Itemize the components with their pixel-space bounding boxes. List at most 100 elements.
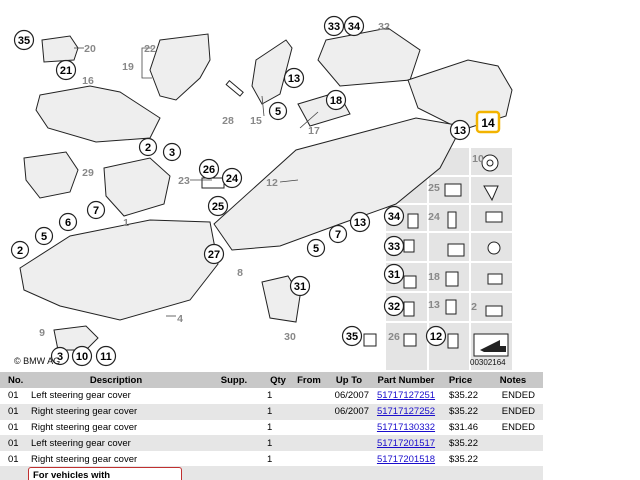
callout-33[interactable]: 33 bbox=[323, 15, 345, 37]
callout-3[interactable]: 3 bbox=[162, 142, 182, 162]
callout-32[interactable]: 32 bbox=[378, 21, 390, 33]
callout-2[interactable]: 2 bbox=[10, 240, 30, 260]
callout-label: 31 bbox=[294, 281, 306, 293]
callout-18[interactable]: 18 bbox=[428, 271, 440, 283]
callout-12[interactable]: 12 bbox=[425, 325, 447, 347]
header-up-to: Up To bbox=[326, 372, 372, 388]
part-number-link[interactable]: 51717130332 bbox=[376, 421, 436, 433]
callout-17[interactable]: 17 bbox=[308, 125, 320, 137]
callout-5[interactable]: 5 bbox=[34, 226, 54, 246]
callout-31[interactable]: 31 bbox=[289, 275, 311, 297]
callout-35[interactable]: 35 bbox=[341, 325, 363, 347]
callout-label: 32 bbox=[378, 21, 390, 33]
callout-2[interactable]: 2 bbox=[138, 137, 158, 157]
callout-30[interactable]: 30 bbox=[284, 331, 296, 343]
callout-label: 24 bbox=[226, 173, 239, 185]
row-description: Right steering gear cover bbox=[28, 403, 204, 420]
part-20-bracket bbox=[41, 35, 79, 63]
callout-23[interactable]: 23 bbox=[178, 175, 190, 187]
callout-1[interactable]: 1 bbox=[123, 217, 129, 229]
part-19-duct bbox=[149, 33, 211, 101]
header-from: From bbox=[292, 372, 326, 388]
callout-27[interactable]: 27 bbox=[203, 243, 225, 265]
callout-18[interactable]: 18 bbox=[325, 89, 347, 111]
callout-34[interactable]: 34 bbox=[343, 15, 365, 37]
callout-label: 13 bbox=[428, 299, 440, 311]
callout-2[interactable]: 2 bbox=[471, 301, 477, 313]
callout-label: 30 bbox=[284, 331, 296, 343]
part-number-link[interactable]: 51717201517 bbox=[376, 437, 436, 449]
callout-19[interactable]: 19 bbox=[122, 61, 134, 73]
callout-label: 21 bbox=[60, 65, 72, 77]
callout-label: 13 bbox=[354, 217, 366, 229]
callout-26[interactable]: 26 bbox=[198, 158, 220, 180]
row-supp bbox=[204, 435, 264, 452]
callout-34[interactable]: 34 bbox=[383, 205, 405, 227]
callout-label: 23 bbox=[178, 175, 190, 187]
row-price: $35.22 bbox=[448, 390, 478, 402]
callout-22[interactable]: 22 bbox=[144, 43, 156, 55]
callout-35[interactable]: 35 bbox=[13, 29, 35, 51]
row-notes bbox=[488, 435, 543, 452]
part-4-underbody bbox=[19, 219, 219, 321]
callout-label: 25 bbox=[212, 201, 224, 213]
callout-26[interactable]: 26 bbox=[388, 331, 400, 343]
callout-8[interactable]: 8 bbox=[237, 267, 243, 279]
callout-label: 12 bbox=[430, 331, 442, 343]
callout-16[interactable]: 16 bbox=[82, 75, 94, 87]
callout-label: 32 bbox=[388, 301, 400, 313]
row-price: $35.22 bbox=[440, 403, 488, 420]
callout-label: 33 bbox=[328, 21, 340, 33]
callout-11[interactable]: 11 bbox=[95, 345, 117, 367]
callout-3[interactable]: 3 bbox=[50, 346, 70, 366]
callout-20[interactable]: 20 bbox=[84, 43, 96, 55]
callout-33[interactable]: 33 bbox=[383, 235, 405, 257]
callout-28[interactable]: 28 bbox=[222, 115, 234, 127]
part-number-link[interactable]: 51717127252 bbox=[376, 406, 436, 418]
callout-15[interactable]: 15 bbox=[250, 115, 262, 127]
part-number-link[interactable]: 51717201518 bbox=[376, 453, 436, 465]
callout-5[interactable]: 5 bbox=[268, 101, 288, 121]
row-notes bbox=[488, 451, 543, 467]
callout-14-highlight[interactable]: 14 bbox=[475, 110, 501, 134]
callout-label: 5 bbox=[275, 106, 281, 118]
part-number-link[interactable]: 51717127251 bbox=[376, 390, 436, 402]
callout-21[interactable]: 21 bbox=[55, 59, 77, 81]
callout-10[interactable]: 10 bbox=[71, 345, 93, 367]
callout-31[interactable]: 31 bbox=[383, 263, 405, 285]
callout-6[interactable]: 6 bbox=[58, 212, 78, 232]
callout-24[interactable]: 24 bbox=[221, 167, 243, 189]
callout-label: 28 bbox=[222, 115, 234, 127]
callout-7[interactable]: 7 bbox=[86, 200, 106, 220]
callout-24[interactable]: 24 bbox=[428, 211, 440, 223]
callout-10[interactable]: 10 bbox=[472, 153, 484, 165]
callout-label: 24 bbox=[428, 211, 440, 223]
table-row: 01 Left steering gear cover 1 5171720151… bbox=[0, 435, 543, 452]
callout-13[interactable]: 13 bbox=[349, 211, 371, 233]
row-description: Right steering gear cover bbox=[31, 453, 138, 465]
table-row: 01 Left steering gear cover 1 06/2007 51… bbox=[0, 388, 543, 404]
table-header-row: No. Description Supp. Qty From Up To Par… bbox=[0, 372, 543, 388]
parts-line-art bbox=[19, 27, 513, 351]
callout-label: 13 bbox=[288, 73, 300, 85]
callout-13[interactable]: 13 bbox=[449, 119, 471, 141]
callout-32[interactable]: 32 bbox=[383, 295, 405, 317]
row-no: 01 bbox=[0, 435, 28, 452]
callout-label: 27 bbox=[208, 249, 220, 261]
callout-13[interactable]: 13 bbox=[428, 299, 440, 311]
callout-13[interactable]: 13 bbox=[283, 67, 305, 89]
row-up-to bbox=[326, 435, 372, 452]
callout-25[interactable]: 25 bbox=[207, 195, 229, 217]
callout-9[interactable]: 9 bbox=[39, 327, 45, 339]
row-notes: ENDED bbox=[501, 421, 535, 433]
callout-label: 17 bbox=[308, 125, 320, 137]
callout-12[interactable]: 12 bbox=[266, 177, 278, 189]
callout-4[interactable]: 4 bbox=[177, 313, 183, 325]
callout-25[interactable]: 25 bbox=[428, 182, 440, 194]
header-description: Description bbox=[28, 372, 204, 388]
row-up-to: 06/2007 bbox=[326, 403, 372, 420]
row-price: $35.22 bbox=[448, 453, 478, 465]
callout-5[interactable]: 5 bbox=[306, 238, 326, 258]
callout-29[interactable]: 29 bbox=[82, 167, 94, 179]
callout-7[interactable]: 7 bbox=[328, 224, 348, 244]
